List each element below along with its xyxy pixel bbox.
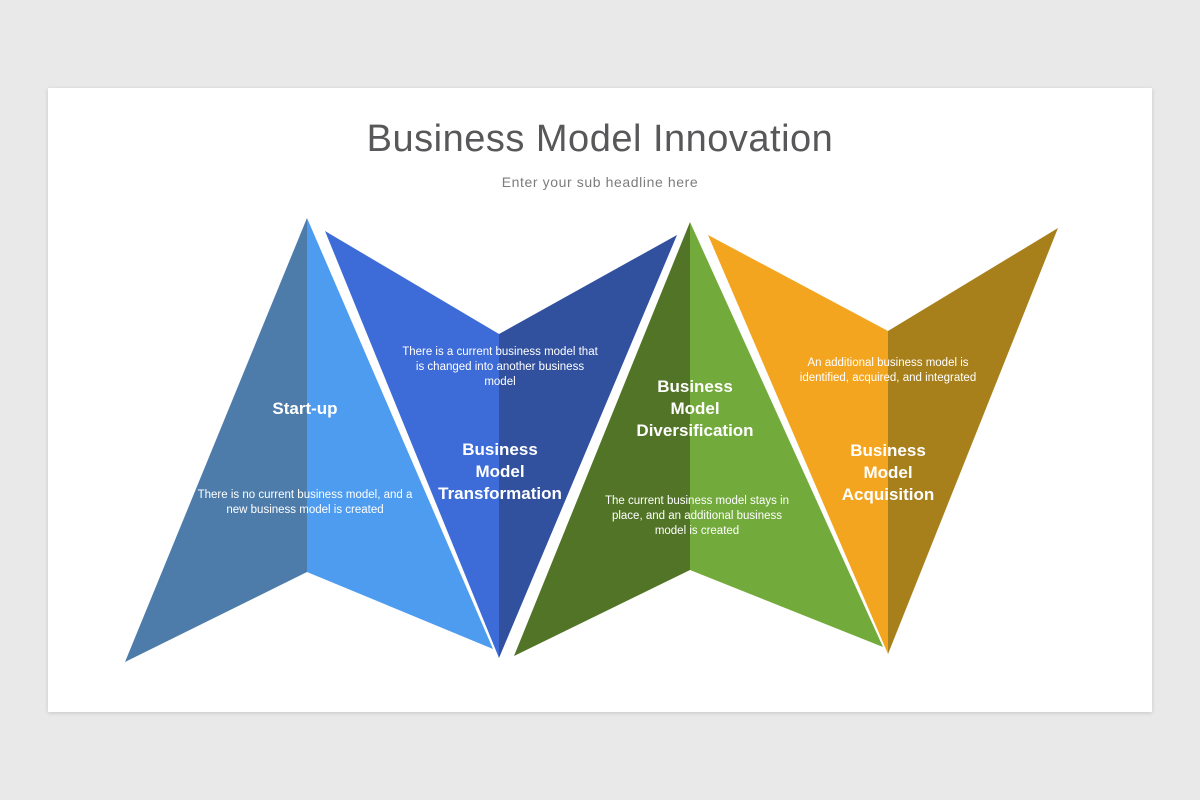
acquisition-heading-line: Acquisition: [841, 485, 935, 504]
acquisition-description: An additional business model is identifi…: [799, 357, 977, 384]
startup-heading-line: Start-up: [272, 399, 338, 418]
diversification-heading-line: Diversification: [636, 421, 754, 440]
diversification-right-face: [690, 222, 883, 647]
transformation-heading-line: Model: [475, 462, 525, 481]
acquisition-right-face: [888, 228, 1058, 654]
zigzag-diagram: [125, 218, 1058, 662]
transformation-description: There is a current business model that i…: [402, 346, 598, 388]
slide-title: Business Model Innovation: [366, 118, 834, 160]
slide: Business Model Innovation Enter your sub…: [48, 88, 1152, 712]
transformation-heading-line: Transformation: [438, 484, 562, 503]
transformation-right-face: [499, 235, 677, 658]
diversification-heading-line: Business: [657, 377, 733, 396]
acquisition-heading-line: Business: [850, 441, 926, 460]
startup-description: There is no current business model, and …: [197, 489, 413, 516]
transformation-left-face: [325, 231, 499, 658]
slide-subtitle: Enter your sub headline here: [501, 174, 699, 190]
acquisition-heading: Business Model Acquisition: [813, 440, 963, 506]
diversification-heading-line: Model: [670, 399, 720, 418]
diversification-left-face: [514, 222, 690, 656]
transformation-heading-line: Business: [462, 440, 538, 459]
transformation-heading: Business Model Transformation: [425, 439, 575, 505]
diversification-heading: Business Model Diversification: [620, 376, 770, 442]
acquisition-heading-line: Model: [863, 463, 913, 482]
startup-left-face: [125, 218, 307, 662]
startup-right-face: [307, 218, 493, 649]
acquisition-left-face: [708, 235, 888, 654]
diversification-description: The current business model stays in plac…: [604, 495, 790, 537]
startup-heading: Start-up: [205, 398, 405, 420]
